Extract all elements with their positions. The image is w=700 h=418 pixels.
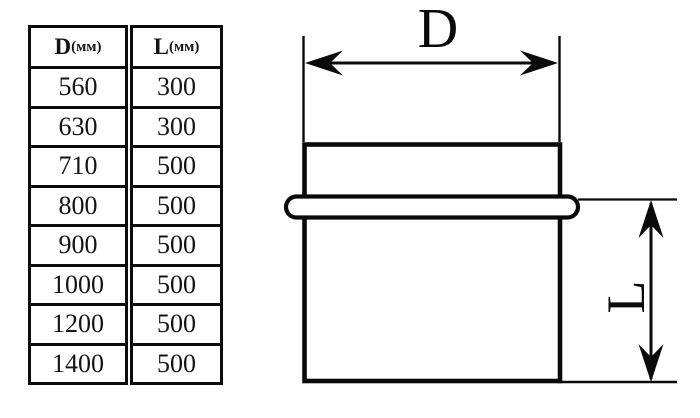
table-cell-l: 500 [130, 145, 223, 188]
table-cell-l: 500 [130, 303, 223, 346]
table-cell-l: 500 [130, 184, 223, 227]
table-cell-d: 630 [28, 105, 128, 148]
dimension-table: D(мм) 560 630 710 800 900 1000 1200 1400… [28, 25, 223, 385]
table-cell-d: 900 [28, 224, 128, 267]
table-cell-d: 1000 [28, 263, 128, 306]
table-cell-l: 300 [130, 66, 223, 109]
arrowhead-up-icon [638, 200, 664, 238]
table-cell-l: 500 [130, 263, 223, 306]
table-cell-d: 1200 [28, 303, 128, 346]
arrowhead-right-icon [520, 50, 558, 76]
table-header-l: L(мм) [130, 25, 223, 69]
table-cell-d: 800 [28, 184, 128, 227]
table-header-d: D(мм) [28, 25, 128, 69]
table-column-d: D(мм) 560 630 710 800 900 1000 1200 1400 [28, 25, 128, 385]
duct-body-outline [302, 142, 563, 384]
arrowhead-down-icon [638, 344, 664, 382]
table-cell-l: 300 [130, 105, 223, 148]
dimension-label-d: D [417, 0, 459, 60]
table-column-l: L(мм) 300 300 500 500 500 500 500 500 [130, 25, 223, 385]
table-cell-d: 1400 [28, 342, 128, 385]
header-unit-d: (мм) [71, 38, 102, 55]
dimension-label-l: L [596, 280, 656, 314]
table-cell-l: 500 [130, 342, 223, 385]
table-cell-d: 710 [28, 145, 128, 188]
collar-flange [283, 194, 581, 220]
header-symbol-d: D [54, 34, 72, 59]
header-symbol-l: L [153, 34, 169, 59]
arrowhead-left-icon [305, 50, 343, 76]
dimension-drawing [283, 36, 677, 384]
header-unit-l: (мм) [168, 38, 200, 55]
table-cell-l: 500 [130, 224, 223, 267]
table-cell-d: 560 [28, 66, 128, 109]
